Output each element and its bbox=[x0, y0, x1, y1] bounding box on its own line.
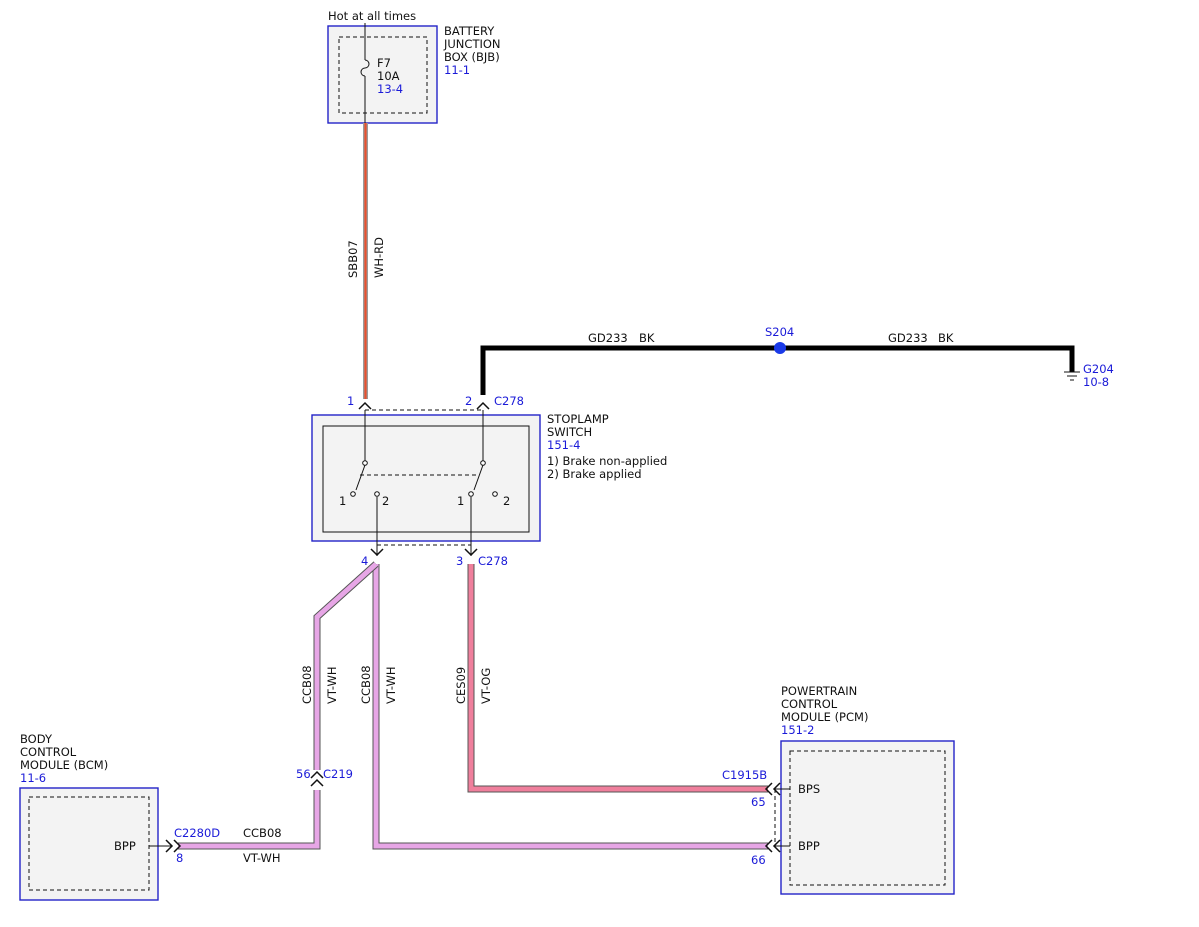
bcm-name-line-1: BODY bbox=[20, 732, 53, 746]
pcm-ref: 151-2 bbox=[781, 723, 814, 737]
powertrain-control-module bbox=[780, 740, 955, 895]
pcm-bpp-pin: 66 bbox=[751, 853, 766, 867]
bcm-name-line-3: MODULE (BCM) bbox=[20, 758, 108, 772]
switch-inner-outline bbox=[322, 425, 530, 533]
battery-junction-box bbox=[327, 25, 438, 124]
pcm-bps-signal: BPS bbox=[798, 782, 820, 796]
switch-a-pos1: 1 bbox=[339, 494, 346, 508]
ground-ref: 10-8 bbox=[1083, 375, 1109, 389]
switch-b-pos2: 2 bbox=[503, 494, 510, 508]
c219-label: C219 bbox=[323, 767, 353, 781]
bjb-name-line-3: BOX (BJB) bbox=[444, 50, 500, 64]
pcm-name-line-3: MODULE (PCM) bbox=[781, 710, 868, 724]
c219-pin: 56 bbox=[296, 767, 311, 781]
bpp-left-circuit-label: CCB08 bbox=[300, 665, 314, 704]
switch-name-line-1: STOPLAMP bbox=[547, 412, 609, 426]
bottom-connector-label: C278 bbox=[478, 554, 508, 568]
bcm-inner-outline bbox=[28, 796, 150, 891]
ground-right-color: BK bbox=[938, 331, 954, 345]
top-connector-label: C278 bbox=[494, 394, 524, 408]
switch-note-1: 1) Brake non-applied bbox=[547, 454, 667, 468]
bjb-outline bbox=[327, 25, 438, 124]
bcm-ref: 11-6 bbox=[20, 771, 46, 785]
ground-id: G204 bbox=[1083, 362, 1114, 376]
switch-a-pos2: 2 bbox=[382, 494, 389, 508]
ground-left-circuit: GD233 bbox=[588, 331, 628, 345]
bjb-name-line-1: BATTERY bbox=[444, 24, 495, 38]
pcm-bps-pin: 65 bbox=[751, 795, 766, 809]
bpp-right-circuit-label: CCB08 bbox=[359, 665, 373, 704]
stoplamp-switch bbox=[311, 414, 541, 542]
bcm-connector-label: C2280D bbox=[174, 826, 220, 840]
ground-left-color: BK bbox=[639, 331, 655, 345]
pcm-connector-label: C1915B bbox=[722, 768, 767, 782]
switch-contacts bbox=[350, 410, 498, 545]
bcm-run-circuit-label: CCB08 bbox=[243, 826, 282, 840]
c219-connector-icon bbox=[310, 778, 324, 787]
splice-label: S204 bbox=[765, 325, 794, 339]
power-note: Hot at all times bbox=[328, 9, 416, 23]
feed-circuit-label: SBB07 bbox=[346, 240, 360, 278]
switch-outline bbox=[311, 414, 541, 542]
splice-s204-dot bbox=[774, 342, 786, 354]
bcm-signal: BPP bbox=[114, 839, 136, 853]
bpp-left-color-label: VT-WH bbox=[325, 666, 339, 704]
bjb-name-line-2: JUNCTION bbox=[443, 37, 501, 51]
pin1-connector-icon bbox=[358, 401, 372, 410]
bpp-right-color-label: VT-WH bbox=[384, 666, 398, 704]
pcm-name-line-2: CONTROL bbox=[781, 697, 838, 711]
fuse-ref: 13-4 bbox=[377, 82, 403, 96]
bcm-outline bbox=[19, 787, 159, 901]
switch-note-2: 2) Brake applied bbox=[547, 467, 642, 481]
pin2-connector-icon bbox=[476, 401, 490, 410]
pcm-outline bbox=[780, 740, 955, 895]
switch-name-line-2: SWITCH bbox=[547, 425, 592, 439]
bcm-pin-label: 8 bbox=[176, 851, 183, 865]
wire-ccb08-bcm bbox=[178, 790, 321, 850]
bcm-run-color-label: VT-WH bbox=[243, 851, 281, 865]
feed-color-label: WH-RD bbox=[372, 237, 386, 278]
pin1-label: 1 bbox=[347, 394, 354, 408]
pin2-label: 2 bbox=[465, 394, 472, 408]
pcm-name-line-1: POWERTRAIN bbox=[781, 684, 857, 698]
ground-right-circuit: GD233 bbox=[888, 331, 928, 345]
bps-color-label: VT-OG bbox=[479, 668, 493, 704]
body-control-module bbox=[19, 787, 159, 901]
bjb-ref: 11-1 bbox=[444, 63, 470, 77]
wire-ccb08-c219 bbox=[313, 561, 379, 770]
pin4-label: 4 bbox=[361, 554, 368, 568]
bjb-inner-outline bbox=[338, 36, 428, 114]
fuse-id: F7 bbox=[377, 56, 391, 70]
bps-circuit-label: CES09 bbox=[454, 667, 468, 704]
pcm-bpp-signal: BPP bbox=[798, 839, 820, 853]
bcm-name-line-2: CONTROL bbox=[20, 745, 77, 759]
bcm-connector-icon bbox=[165, 839, 174, 853]
wire-ces09 bbox=[467, 564, 768, 793]
wire-sbb07 bbox=[363, 123, 368, 399]
ground-wire-gd233 bbox=[480, 342, 1080, 395]
fuse-icon bbox=[360, 59, 370, 77]
pin3-label: 3 bbox=[456, 554, 463, 568]
switch-ref: 151-4 bbox=[547, 438, 580, 452]
pcm-inner-outline bbox=[789, 750, 946, 886]
wire-ccb08-pcm bbox=[372, 564, 768, 850]
switch-b-pos1: 1 bbox=[457, 494, 464, 508]
fuse-rating: 10A bbox=[377, 69, 400, 83]
